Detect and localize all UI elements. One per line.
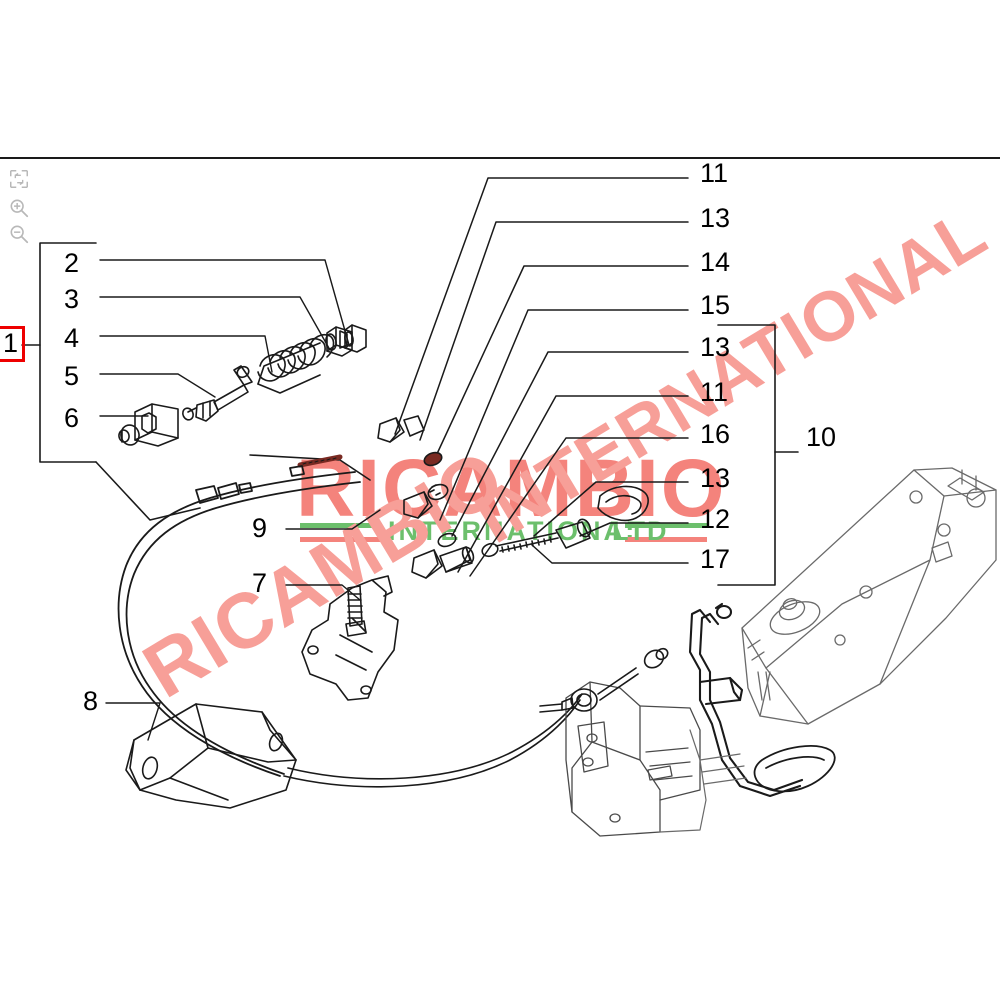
callout-label-13-b[interactable]: 13 [700,332,731,362]
zoom-out-icon[interactable] [8,223,30,245]
part-4-coil-spring [257,333,335,394]
callout-label-9[interactable]: 9 [252,513,268,543]
callout-label-7[interactable]: 7 [252,568,268,598]
callout-label-5[interactable]: 5 [64,361,80,391]
floor-sill-panel [741,467,997,725]
part-5-push-rod [182,365,253,422]
leader-8 [105,702,161,741]
part-6-clevis [118,403,179,447]
svg-text:INTERNATIONAL: INTERNATIONAL [388,516,645,546]
callout-label-10[interactable]: 10 [806,422,837,452]
part-8-bracket [125,703,297,809]
callout-label-8[interactable]: 8 [83,686,99,716]
callout-label-6[interactable]: 6 [64,403,80,433]
cable-pivot-fitting [539,647,669,713]
leader-lines-right [394,177,689,577]
zoom-in-icon[interactable] [8,197,30,219]
callout-label-1[interactable]: 1 [0,326,26,362]
main-cable [117,454,361,777]
callout-label-3[interactable]: 3 [64,284,80,314]
part-2-cap [344,324,367,353]
callout-label-4[interactable]: 4 [64,323,80,353]
hardware-cluster [377,415,649,579]
callout-label-13-c[interactable]: 13 [700,463,731,493]
callout-label-13-a[interactable]: 13 [700,203,731,233]
clutch-pedal-arm [688,602,804,798]
callout-label-14[interactable]: 14 [700,247,731,277]
part-1-assembly-outline [95,454,371,521]
pedal-pad [753,745,836,793]
bracket-left-group-1 [21,242,97,463]
lower-body-panel [659,729,747,833]
callout-label-15[interactable]: 15 [700,290,731,320]
part-7-bracket [301,575,399,701]
cable-to-pedal [283,693,583,788]
leader-7 [285,584,361,601]
svg-text:LTD: LTD [612,516,668,546]
callout-label-11-a[interactable]: 11 [700,158,729,188]
leader-9 [285,509,381,530]
callout-label-11-b[interactable]: 11 [700,377,729,407]
leader-lines-left [99,259,350,417]
callout-label-12[interactable]: 12 [700,504,731,534]
callout-label-17[interactable]: 17 [700,544,731,574]
callout-label-2[interactable]: 2 [64,248,80,278]
bracket-right-group-10 [717,324,799,586]
callout-label-16[interactable]: 16 [700,419,731,449]
fit-to-screen-icon[interactable] [8,168,30,190]
